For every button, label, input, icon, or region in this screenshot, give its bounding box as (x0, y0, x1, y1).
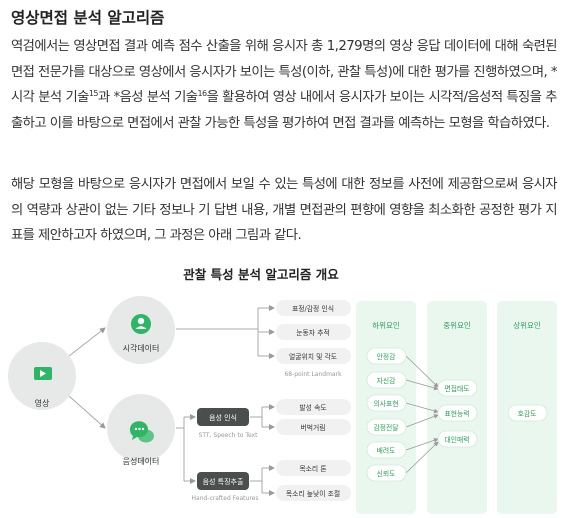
footnote-ref-15[interactable]: 15 (88, 89, 99, 98)
acoustic-feature: 목소리 높낮이 조절 (286, 489, 340, 498)
lower-factor-items: 안정감 자신감 의사표현 감정전달 배려도 신뢰도 (366, 347, 407, 482)
acoustic-caption: Hand-crafted Features (192, 495, 259, 502)
lower-factor-item: 배려도 (377, 446, 396, 455)
lower-factor-item: 신뢰도 (377, 469, 396, 478)
video-node-label: 영상 (35, 398, 50, 408)
acoustic-feature-list: 목소리 톤 목소리 높낮이 조절 (276, 460, 351, 501)
speech-feature: 버벅거림 (300, 423, 325, 432)
visual-feature: 얼굴위치 및 각도 (289, 352, 337, 361)
footnote-ref-16[interactable]: 16 (197, 89, 207, 98)
lower-factor-item: 의사표현 (373, 399, 398, 408)
algorithm-diagram: 영상 시각데이터 음성데이터 표정/감정 인식 눈동자 추적 얼굴위치 및 각도… (8, 296, 557, 514)
speech-caption: STT, Speech to Text (199, 432, 259, 439)
acoustic-feature-box: 음성 특징추출 Hand-crafted Features (192, 472, 259, 502)
visual-feature: 눈동자 추적 (296, 328, 329, 337)
speech-box-label: 음성 인식 (209, 413, 237, 422)
middle-factor-title: 중위요인 (443, 320, 471, 330)
visual-data-node: 시각데이터 (107, 296, 175, 364)
figure-title: 관찰 특성 분석 알고리즘 개요 (183, 267, 339, 282)
audio-data-node: 음성데이터 (107, 394, 175, 466)
middle-factor-item: 면접태도 (444, 384, 469, 393)
section-heading: 영상면접 분석 알고리즘 (11, 9, 165, 27)
lower-factor-item: 감정전달 (373, 423, 398, 432)
speech-feature-list: 발성 속도 버벅거림 (276, 399, 351, 435)
visual-feature-list: 표정/감정 인식 눈동자 추적 얼굴위치 및 각도 68-point Landm… (276, 300, 351, 378)
lower-factor-item: 안정감 (377, 352, 396, 361)
lower-factor-title: 하위요인 (372, 320, 400, 330)
lower-factor-item: 자신감 (377, 376, 396, 385)
speech-feature: 발성 속도 (299, 403, 326, 412)
acoustic-feature: 목소리 톤 (299, 464, 326, 473)
paragraph-text: 을 활용하여 영상 내에서 응시자가 보이는 시각적/음성적 특징을 추출하고 … (11, 90, 558, 131)
audio-node-label: 음성데이터 (123, 456, 160, 466)
factor-arrows (405, 355, 439, 474)
connector-lines (59, 305, 275, 496)
paragraph-text: 과 *음성 분석 기술 (97, 90, 198, 105)
intro-paragraph: 역검에서는 영상면접 결과 예측 점수 산출을 위해 응시자 총 1,279명의… (11, 34, 558, 136)
visual-node-label: 시각데이터 (123, 343, 160, 353)
video-node: 영상 (8, 342, 76, 410)
speech-recognition-box: 음성 인식 STT, Speech to Text (197, 408, 258, 439)
upper-factor-title: 상위요인 (513, 320, 541, 330)
process-paragraph: 해당 모형을 바탕으로 응시자가 면접에서 보일 수 있는 특성에 대한 정보를… (11, 177, 558, 243)
middle-factor-items: 면접태도 표현능력 대인매력 (437, 379, 478, 448)
upper-factor-items: 호감도 (507, 404, 548, 422)
middle-factor-item: 대인매력 (444, 435, 469, 444)
visual-caption: 68-point Landmark (284, 371, 342, 378)
upper-factor-item: 호감도 (518, 410, 537, 418)
paragraph-text: 역검에서는 영상면접 결과 예측 점수 산출을 위해 응시자 총 1,279명의… (11, 39, 558, 105)
middle-factor-item: 표현능력 (444, 410, 469, 418)
acoustic-box-label: 음성 특징추출 (203, 477, 244, 486)
visual-feature: 표정/감정 인식 (292, 304, 334, 313)
